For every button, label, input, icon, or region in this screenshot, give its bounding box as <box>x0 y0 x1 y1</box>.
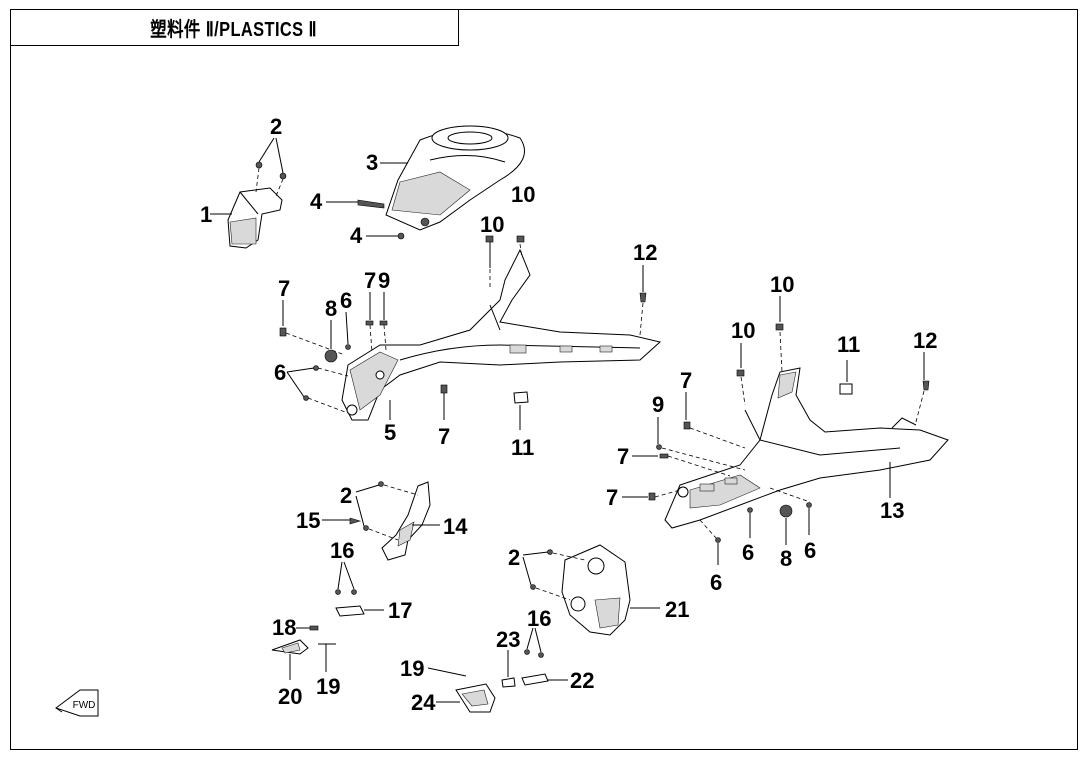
callout-15: 15 <box>296 508 320 533</box>
callout-13: 13 <box>880 498 904 523</box>
part-5-left-frame <box>341 248 662 421</box>
part-13-right-frame <box>664 367 949 529</box>
callout-22: 22 <box>570 668 594 693</box>
callout-16: 16 <box>330 538 354 563</box>
callout-17: 17 <box>388 598 412 623</box>
callout-6: 6 <box>804 538 816 563</box>
callout-7: 7 <box>438 424 450 449</box>
callout-7: 7 <box>680 368 692 393</box>
part-1-bracket <box>227 187 283 249</box>
callout-6: 6 <box>710 570 722 595</box>
callout-7: 7 <box>606 485 618 510</box>
part-20-cover <box>271 625 336 680</box>
callout-11: 11 <box>511 435 534 460</box>
callout-2: 2 <box>270 114 282 139</box>
callout-9: 9 <box>378 268 390 293</box>
callout-7: 7 <box>278 276 290 301</box>
callout-20: 20 <box>278 684 302 709</box>
screws-2-top <box>255 137 287 197</box>
part-22-clip <box>501 627 568 688</box>
callout-10: 10 <box>770 272 794 297</box>
callout-1: 1 <box>200 202 212 227</box>
callout-10: 10 <box>511 182 535 207</box>
callout-8: 8 <box>325 296 337 321</box>
part-3-cowl <box>385 125 525 231</box>
drawing-frame <box>10 9 1078 750</box>
fasteners-right <box>622 296 930 565</box>
callout-2: 2 <box>508 545 520 570</box>
fwd-arrow-icon: FWD <box>54 689 99 717</box>
callout-6: 6 <box>742 540 754 565</box>
callout-4: 4 <box>350 223 363 248</box>
callout-7: 7 <box>617 444 629 469</box>
callout-12: 12 <box>633 240 657 265</box>
part-24-lid <box>427 667 496 713</box>
part-14-bracket <box>322 481 440 561</box>
part-21-side-cover <box>522 544 660 636</box>
callout-6: 6 <box>274 360 286 385</box>
callout-6: 6 <box>340 288 352 313</box>
callout-5: 5 <box>384 420 396 445</box>
callout-10: 10 <box>480 212 504 237</box>
part-17-clip <box>335 561 384 617</box>
callout-4: 4 <box>310 189 323 214</box>
title-block: 塑料件 Ⅱ/PLASTICS Ⅱ <box>10 9 459 46</box>
page-title: 塑料件 Ⅱ/PLASTICS Ⅱ <box>150 18 318 41</box>
callout-14: 14 <box>443 514 468 539</box>
callout-12: 12 <box>913 328 937 353</box>
callout-19: 19 <box>316 674 340 699</box>
callout-8: 8 <box>780 546 792 571</box>
callout-9: 9 <box>652 392 664 417</box>
callout-19: 19 <box>400 656 424 681</box>
callout-10: 10 <box>731 318 755 343</box>
callout-23: 23 <box>496 627 520 652</box>
callout-2: 2 <box>340 483 352 508</box>
screws-4 <box>326 199 405 240</box>
fwd-label: FWD <box>73 700 96 711</box>
fasteners-left <box>279 235 647 430</box>
callout-16: 16 <box>527 606 551 631</box>
callout-24: 24 <box>411 690 436 715</box>
callout-3: 3 <box>366 150 378 175</box>
callout-labels: 1 2 3 4 4 7 8 6 7 9 10 10 12 6 5 7 11 10… <box>200 114 937 715</box>
callout-7: 7 <box>364 268 376 293</box>
callout-11: 11 <box>837 332 860 357</box>
callout-21: 21 <box>665 597 689 622</box>
callout-18: 18 <box>272 615 296 640</box>
